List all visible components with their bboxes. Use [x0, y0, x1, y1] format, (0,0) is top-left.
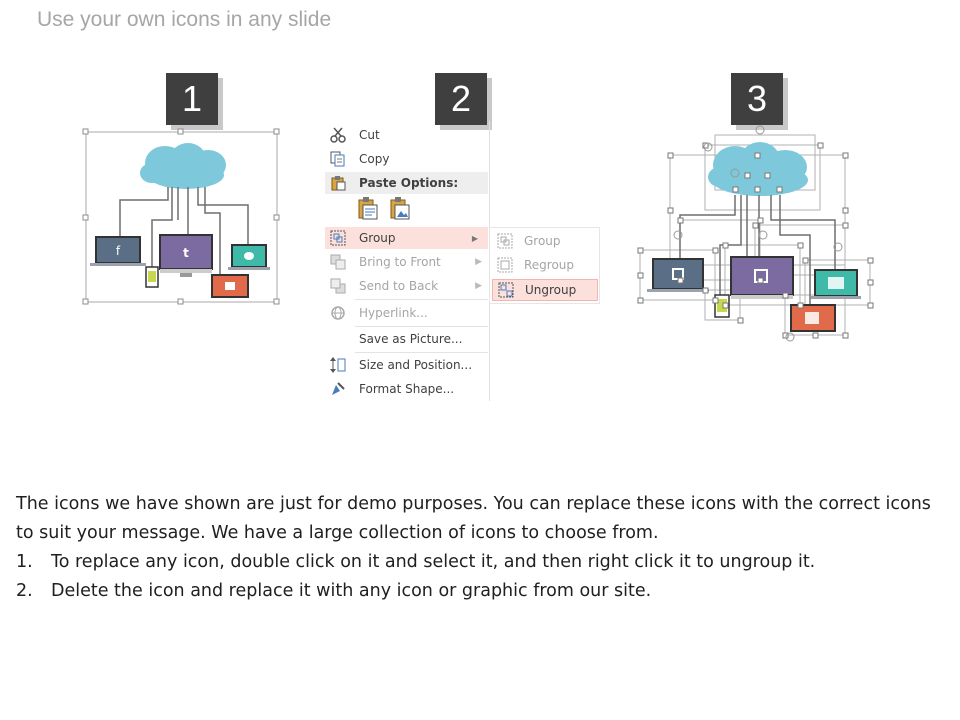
cloud-icon: [140, 143, 226, 189]
laptop-icon: [228, 244, 270, 270]
group-icon: [325, 230, 351, 246]
phone-icon: [145, 266, 159, 288]
instructions-intro: The icons we have shown are just for dem…: [16, 494, 931, 543]
bring-front-icon: [325, 254, 351, 270]
monitor-icon: [730, 256, 794, 299]
step-badge-1: 1: [166, 73, 218, 125]
size-position-icon: [325, 357, 351, 373]
regroup-icon: [492, 257, 518, 273]
menu-separator: [355, 326, 488, 327]
menu-item-format-shape[interactable]: Format Shape...: [325, 378, 488, 400]
menu-header-paste-options: Paste Options:: [325, 172, 488, 194]
step-badge-2: 2: [435, 73, 487, 125]
laptop-icon: f: [90, 236, 146, 266]
menu-item-copy[interactable]: Copy: [325, 148, 488, 170]
chevron-right-icon: ▶: [475, 257, 482, 267]
group-submenu: Group Regroup Ungroup: [489, 227, 600, 304]
hyperlink-icon: [325, 305, 351, 321]
submenu-item-regroup[interactable]: Regroup: [492, 254, 598, 276]
copy-icon: [325, 151, 351, 167]
paste-icon: [325, 175, 351, 191]
svg-text:t: t: [183, 246, 189, 260]
ungrouped-network-graphic[interactable]: [635, 125, 880, 345]
submenu-item-group[interactable]: Group: [492, 230, 598, 252]
submenu-item-ungroup[interactable]: Ungroup: [492, 279, 598, 301]
laptop-icon: [811, 269, 861, 299]
menu-item-hyperlink[interactable]: Hyperlink...: [325, 302, 488, 324]
menu-item-send-to-back[interactable]: Send to Back ▶: [325, 275, 488, 297]
send-back-icon: [325, 278, 351, 294]
chevron-right-icon: ▶: [475, 281, 482, 291]
group-icon: [492, 233, 518, 249]
svg-text:f: f: [116, 244, 121, 258]
step-badge-3: 3: [731, 73, 783, 125]
paste-text-icon[interactable]: [357, 197, 379, 224]
menu-separator: [355, 299, 488, 300]
menu-item-cut[interactable]: Cut: [325, 124, 488, 146]
slide-title: Use your own icons in any slide: [37, 8, 332, 31]
format-shape-icon: [325, 381, 351, 397]
tablet-icon: [790, 304, 836, 332]
paste-picture-icon[interactable]: [389, 197, 411, 224]
menu-item-group[interactable]: Group ▶: [325, 227, 488, 249]
tablet-icon: [211, 274, 249, 298]
context-menu: Cut Copy Paste Options: Group ▶ Bring to…: [325, 121, 490, 401]
ungroup-icon: [493, 282, 519, 298]
chevron-right-icon: ▶: [471, 233, 478, 243]
instruction-step: 2. Delete the icon and replace it with a…: [16, 581, 652, 601]
instruction-step: 1. To replace any icon, double click on …: [16, 552, 816, 572]
grouped-network-graphic[interactable]: f t: [80, 125, 285, 310]
menu-separator: [355, 352, 488, 353]
laptop-icon: [647, 258, 709, 292]
scissors-icon: [325, 127, 351, 143]
menu-item-bring-to-front[interactable]: Bring to Front ▶: [325, 251, 488, 273]
paste-options-row: [357, 197, 411, 224]
instructions: The icons we have shown are just for dem…: [16, 490, 946, 606]
menu-item-size-and-position[interactable]: Size and Position...: [325, 354, 488, 376]
monitor-icon: t: [159, 234, 213, 277]
menu-item-save-as-picture[interactable]: Save as Picture...: [359, 332, 463, 346]
